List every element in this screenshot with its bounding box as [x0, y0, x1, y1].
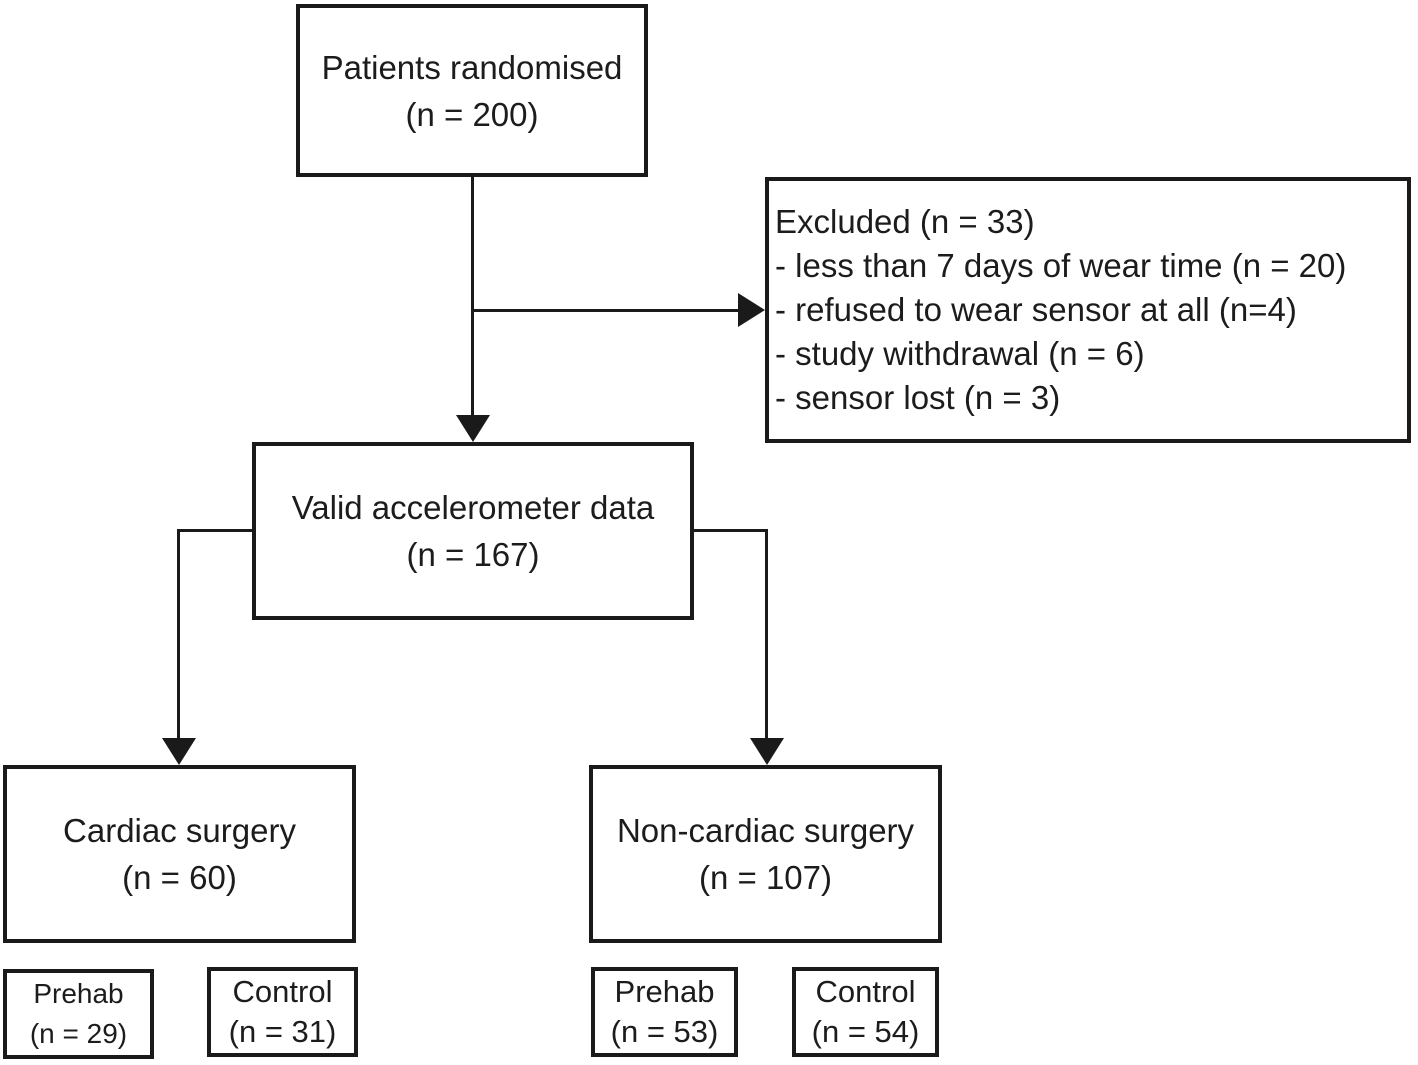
node-control-noncardiac: Control (n = 54) [792, 967, 939, 1057]
prehab-noncardiac-label: Prehab [614, 974, 715, 1009]
node-excluded: Excluded (n = 33) - less than 7 days of … [765, 177, 1411, 443]
arrowhead-down-noncardiac-icon [750, 738, 784, 765]
connector-valid-to-cardiac-horizontal [177, 529, 255, 532]
patients-randomised-label: Patients randomised [321, 48, 623, 86]
prehab-noncardiac-count: (n = 53) [610, 1014, 719, 1049]
node-prehab-noncardiac: Prehab (n = 53) [591, 967, 738, 1057]
control-noncardiac-count: (n = 54) [811, 1014, 920, 1049]
node-cardiac-surgery: Cardiac surgery (n = 60) [3, 765, 356, 943]
arrowhead-down-cardiac-icon [162, 738, 196, 765]
noncardiac-surgery-count: (n = 107) [699, 859, 832, 896]
valid-data-count: (n = 167) [406, 536, 540, 573]
connector-valid-to-noncardiac-vertical [765, 529, 768, 740]
cardiac-surgery-label: Cardiac surgery [63, 812, 296, 849]
node-noncardiac-surgery: Non-cardiac surgery (n = 107) [589, 765, 942, 943]
control-noncardiac-label: Control [815, 974, 916, 1009]
patients-randomised-count: (n = 200) [405, 95, 539, 133]
arrowhead-right-excluded-icon [738, 293, 765, 327]
connector-to-excluded [471, 309, 741, 312]
valid-data-label: Valid accelerometer data [291, 489, 655, 526]
arrowhead-down-valid-icon [456, 415, 490, 442]
prehab-cardiac-label: Prehab [33, 978, 124, 1009]
excluded-item-refused: - refused to wear sensor at all (n=4) [775, 291, 1297, 328]
excluded-title: Excluded (n = 33) [775, 203, 1035, 240]
prehab-cardiac-count: (n = 29) [29, 1018, 128, 1049]
control-cardiac-label: Control [232, 974, 333, 1009]
node-valid-accelerometer-data: Valid accelerometer data (n = 167) [252, 442, 694, 620]
excluded-item-withdrawal: - study withdrawal (n = 6) [775, 335, 1145, 372]
node-control-cardiac: Control (n = 31) [207, 967, 358, 1057]
control-cardiac-count: (n = 31) [228, 1014, 337, 1049]
connector-valid-to-cardiac-vertical [177, 529, 180, 740]
node-patients-randomised: Patients randomised (n = 200) [296, 4, 648, 177]
cardiac-surgery-count: (n = 60) [122, 859, 237, 896]
connector-valid-to-noncardiac-horizontal [691, 529, 768, 532]
node-prehab-cardiac: Prehab (n = 29) [3, 969, 154, 1059]
excluded-item-sensor-lost: - sensor lost (n = 3) [775, 379, 1061, 416]
connector-randomised-to-valid [471, 176, 474, 422]
noncardiac-surgery-label: Non-cardiac surgery [616, 812, 915, 849]
excluded-item-wear-time: - less than 7 days of wear time (n = 20) [775, 247, 1347, 284]
